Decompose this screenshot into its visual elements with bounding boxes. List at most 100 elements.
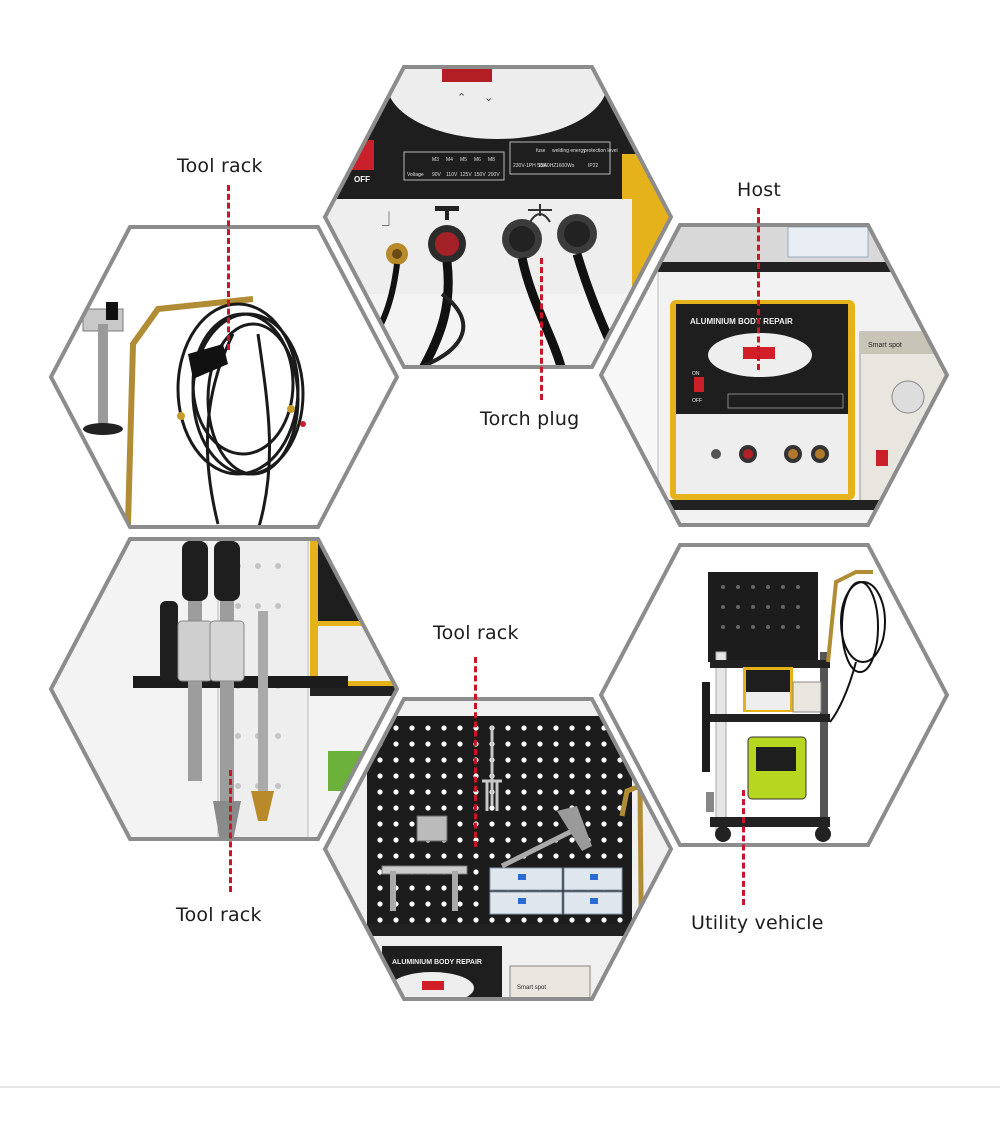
pegboard-hole xyxy=(457,725,463,731)
pegboard-hole xyxy=(377,725,383,731)
pegboard-hole xyxy=(537,917,543,923)
pegboard-hole xyxy=(505,853,511,859)
pegboard-hole xyxy=(457,757,463,763)
svg-text:ALUMINIUM BODY REPAIR: ALUMINIUM BODY REPAIR xyxy=(392,959,482,966)
pegboard-hole xyxy=(393,805,399,811)
pegboard-hole xyxy=(569,789,575,795)
svg-text:IP22: IP22 xyxy=(588,163,599,169)
svg-text:⏌: ⏌ xyxy=(382,211,396,227)
svg-text:M6: M6 xyxy=(474,157,481,163)
pegboard-hole xyxy=(409,821,415,827)
pegboard-hole xyxy=(441,885,447,891)
label-host: Host xyxy=(737,179,782,201)
leader-tool-rack-middle xyxy=(474,657,477,847)
svg-text:OFF: OFF xyxy=(354,175,370,184)
pegboard-hole xyxy=(441,901,447,907)
pegboard-hole xyxy=(617,837,623,843)
svg-text:protection level: protection level xyxy=(584,148,618,154)
svg-text:⌃: ⌃ xyxy=(457,92,466,104)
pegboard-hole xyxy=(377,789,383,795)
pegboard-hole xyxy=(505,725,511,731)
pegboard-hole xyxy=(617,853,623,859)
pegboard-hole xyxy=(505,741,511,747)
pegboard-hole xyxy=(569,757,575,763)
pegboard-hole xyxy=(537,789,543,795)
pegboard-hole xyxy=(409,917,415,923)
svg-text:OFF: OFF xyxy=(692,398,702,404)
pegboard-hole xyxy=(505,805,511,811)
svg-text:ON: ON xyxy=(692,371,700,377)
pegboard-hole xyxy=(425,725,431,731)
pegboard-hole xyxy=(393,741,399,747)
pegboard-hole xyxy=(553,789,559,795)
pegboard-hole xyxy=(441,789,447,795)
pegboard-hole xyxy=(457,805,463,811)
pegboard-hole xyxy=(601,853,607,859)
svg-text:90V: 90V xyxy=(432,172,442,178)
pegboard-hole xyxy=(425,901,431,907)
hex-utility-vehicle xyxy=(598,542,950,848)
pegboard-hole xyxy=(409,773,415,779)
pegboard-hole xyxy=(377,805,383,811)
hex-host-machine: ALUMINIUM BODY REPAIR ON OFF Smart spot xyxy=(598,222,950,528)
pegboard-hole xyxy=(601,741,607,747)
pegboard-hole xyxy=(601,837,607,843)
pegboard-hole xyxy=(521,741,527,747)
svg-text:welding energy: welding energy xyxy=(552,148,586,154)
pegboard-hole xyxy=(585,917,591,923)
pegboard-hole xyxy=(409,741,415,747)
pegboard-hole xyxy=(585,821,591,827)
pegboard-hole xyxy=(489,837,495,843)
leader-tool-rack-top xyxy=(227,185,230,350)
pegboard-hole xyxy=(457,837,463,843)
pegboard-hole xyxy=(441,773,447,779)
leader-tool-rack-bottom xyxy=(229,770,232,892)
pegboard-hole xyxy=(569,853,575,859)
pegboard-hole xyxy=(521,725,527,731)
pegboard-hole xyxy=(473,869,479,875)
pegboard-hole xyxy=(377,885,383,891)
svg-text:M8: M8 xyxy=(488,157,495,163)
pegboard-hole xyxy=(441,725,447,731)
hex-tool-rack-side xyxy=(48,536,400,842)
pegboard-hole xyxy=(553,773,559,779)
pegboard-hole xyxy=(585,741,591,747)
svg-text:200V: 200V xyxy=(488,172,500,178)
pegboard-hole xyxy=(569,725,575,731)
pegboard-hole xyxy=(425,885,431,891)
pegboard-hole xyxy=(377,757,383,763)
svg-text:110V: 110V xyxy=(446,172,458,178)
pegboard-hole xyxy=(409,757,415,763)
leader-utility-vehicle xyxy=(742,790,745,905)
pegboard-hole xyxy=(457,901,463,907)
pegboard-hole xyxy=(617,789,623,795)
pegboard-hole xyxy=(377,773,383,779)
pegboard-hole xyxy=(617,917,623,923)
pegboard-hole xyxy=(457,789,463,795)
pegboard-hole xyxy=(505,757,511,763)
tool-rack-side-image xyxy=(48,537,400,841)
pegboard-hole xyxy=(585,773,591,779)
pegboard-hole xyxy=(457,773,463,779)
svg-text:1600Ws: 1600Ws xyxy=(556,163,575,169)
pegboard-hole xyxy=(393,789,399,795)
pegboard-hole xyxy=(569,741,575,747)
pegboard-hole xyxy=(553,853,559,859)
svg-text:15A: 15A xyxy=(538,163,548,169)
pegboard-hole xyxy=(617,773,623,779)
pegboard-hole xyxy=(505,917,511,923)
pegboard-hole xyxy=(585,757,591,763)
pegboard-hole xyxy=(457,885,463,891)
label-utility-vehicle: Utility vehicle xyxy=(691,912,824,934)
svg-text:M3: M3 xyxy=(432,157,439,163)
pegboard-hole xyxy=(393,757,399,763)
pegboard-hole xyxy=(505,821,511,827)
pegboard-hole xyxy=(521,805,527,811)
hex-pegboard-rack: ALUMINIUM BODY REPAIR Smart spot xyxy=(322,696,674,1002)
pegboard-hole xyxy=(601,917,607,923)
pegboard-hole xyxy=(553,757,559,763)
pegboard-hole xyxy=(521,757,527,763)
pegboard-hole xyxy=(441,805,447,811)
pegboard-hole xyxy=(441,741,447,747)
leader-torch-plug xyxy=(540,258,543,400)
